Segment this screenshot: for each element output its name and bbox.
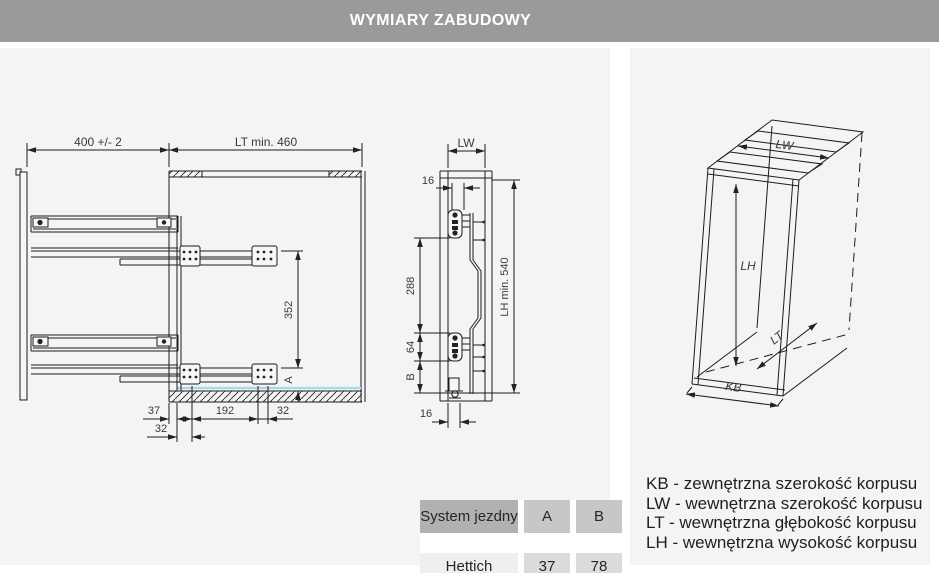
bottom-panel-hatch bbox=[169, 391, 362, 402]
dim-192-label: 192 bbox=[216, 405, 234, 417]
dim-16-bottom-label: 16 bbox=[420, 408, 432, 420]
table-row: Hettich 37 78 bbox=[420, 553, 622, 573]
dim-lw-label: LW bbox=[457, 136, 475, 150]
row-value-b: 78 bbox=[576, 553, 622, 573]
dim-width-label: 400 +/- 2 bbox=[74, 135, 122, 149]
top-panel-hatch bbox=[329, 171, 362, 177]
right-side-wall bbox=[360, 171, 366, 402]
dim-16-top-label: 16 bbox=[422, 175, 434, 187]
bottom-basket bbox=[30, 334, 179, 352]
hidden-edges bbox=[705, 132, 863, 373]
iso-kb-label: KB bbox=[725, 379, 743, 395]
table-header-row: System jezdny A B bbox=[420, 500, 622, 533]
foot-roller bbox=[445, 377, 463, 399]
top-runner bbox=[31, 245, 278, 267]
dim-32-lower-label: 32 bbox=[155, 423, 167, 435]
legend-item-lw: LW - wewnętrzna szerokość korpusu bbox=[646, 493, 923, 513]
pullout-column bbox=[176, 216, 182, 391]
top-basket bbox=[30, 215, 179, 233]
page-title: WYMIARY ZABUDOWY bbox=[349, 12, 532, 29]
dim-depth-label: LT min. 460 bbox=[235, 135, 298, 149]
iso-lh-label: LH bbox=[740, 259, 756, 273]
top-panel-hatch bbox=[169, 171, 202, 177]
table-blank-row bbox=[420, 533, 622, 553]
dim-b-label: B bbox=[405, 373, 417, 380]
drawings-panel-background bbox=[0, 48, 610, 565]
bottom-runner bbox=[31, 363, 278, 385]
row-system-name: Hettich bbox=[420, 553, 518, 573]
col-header-b: B bbox=[576, 500, 622, 533]
col-header-a: A bbox=[524, 500, 570, 533]
column-gap bbox=[570, 553, 576, 573]
dim-a-label: A bbox=[283, 376, 295, 384]
wire-frame bbox=[462, 213, 485, 394]
front-panel bbox=[19, 171, 28, 401]
dim-352-label: 352 bbox=[283, 301, 295, 319]
dim-lh-min-label: LH min. 540 bbox=[499, 257, 511, 316]
row-value-a: 37 bbox=[524, 553, 570, 573]
dim-288-label: 288 bbox=[405, 277, 417, 295]
title-bar: WYMIARY ZABUDOWY bbox=[0, 0, 939, 42]
iso-lw-label: LW bbox=[775, 137, 796, 153]
legend-item-lt: LT - wewnętrzna głębokość korpusu bbox=[646, 513, 917, 532]
column-gap bbox=[518, 500, 524, 533]
dim-37-label: 37 bbox=[148, 405, 160, 417]
legend-item-lh: LH - wewnętrzna wysokość korpusu bbox=[646, 532, 918, 552]
mounting-bracket-top bbox=[447, 209, 463, 239]
column-gap bbox=[570, 500, 576, 533]
dim-64-label: 64 bbox=[405, 341, 417, 353]
legend: KB - zewnętrzna szerokość korpusu LW - w… bbox=[646, 474, 923, 552]
side-view-drawing: LW 16 bbox=[405, 136, 520, 428]
legend-item-kb: KB - zewnętrzna szerokość korpusu bbox=[646, 474, 918, 493]
isometric-drawing: LW LH LT KB bbox=[685, 119, 865, 408]
dim-32-right-label: 32 bbox=[277, 405, 289, 417]
iso-lt-label: LT bbox=[767, 327, 787, 347]
front-view-drawing: 400 +/- 2 LT min. 460 bbox=[15, 135, 366, 442]
mounting-bracket-bottom bbox=[447, 332, 463, 362]
technical-drawing-left: 400 +/- 2 LT min. 460 bbox=[15, 135, 520, 442]
iso-cabinet: LW LH LT KB bbox=[685, 119, 865, 408]
runner-system-table: System jezdny A B Hettich 37 78 bbox=[420, 500, 622, 573]
col-header-system: System jezdny bbox=[420, 500, 518, 533]
column-gap bbox=[518, 553, 524, 573]
